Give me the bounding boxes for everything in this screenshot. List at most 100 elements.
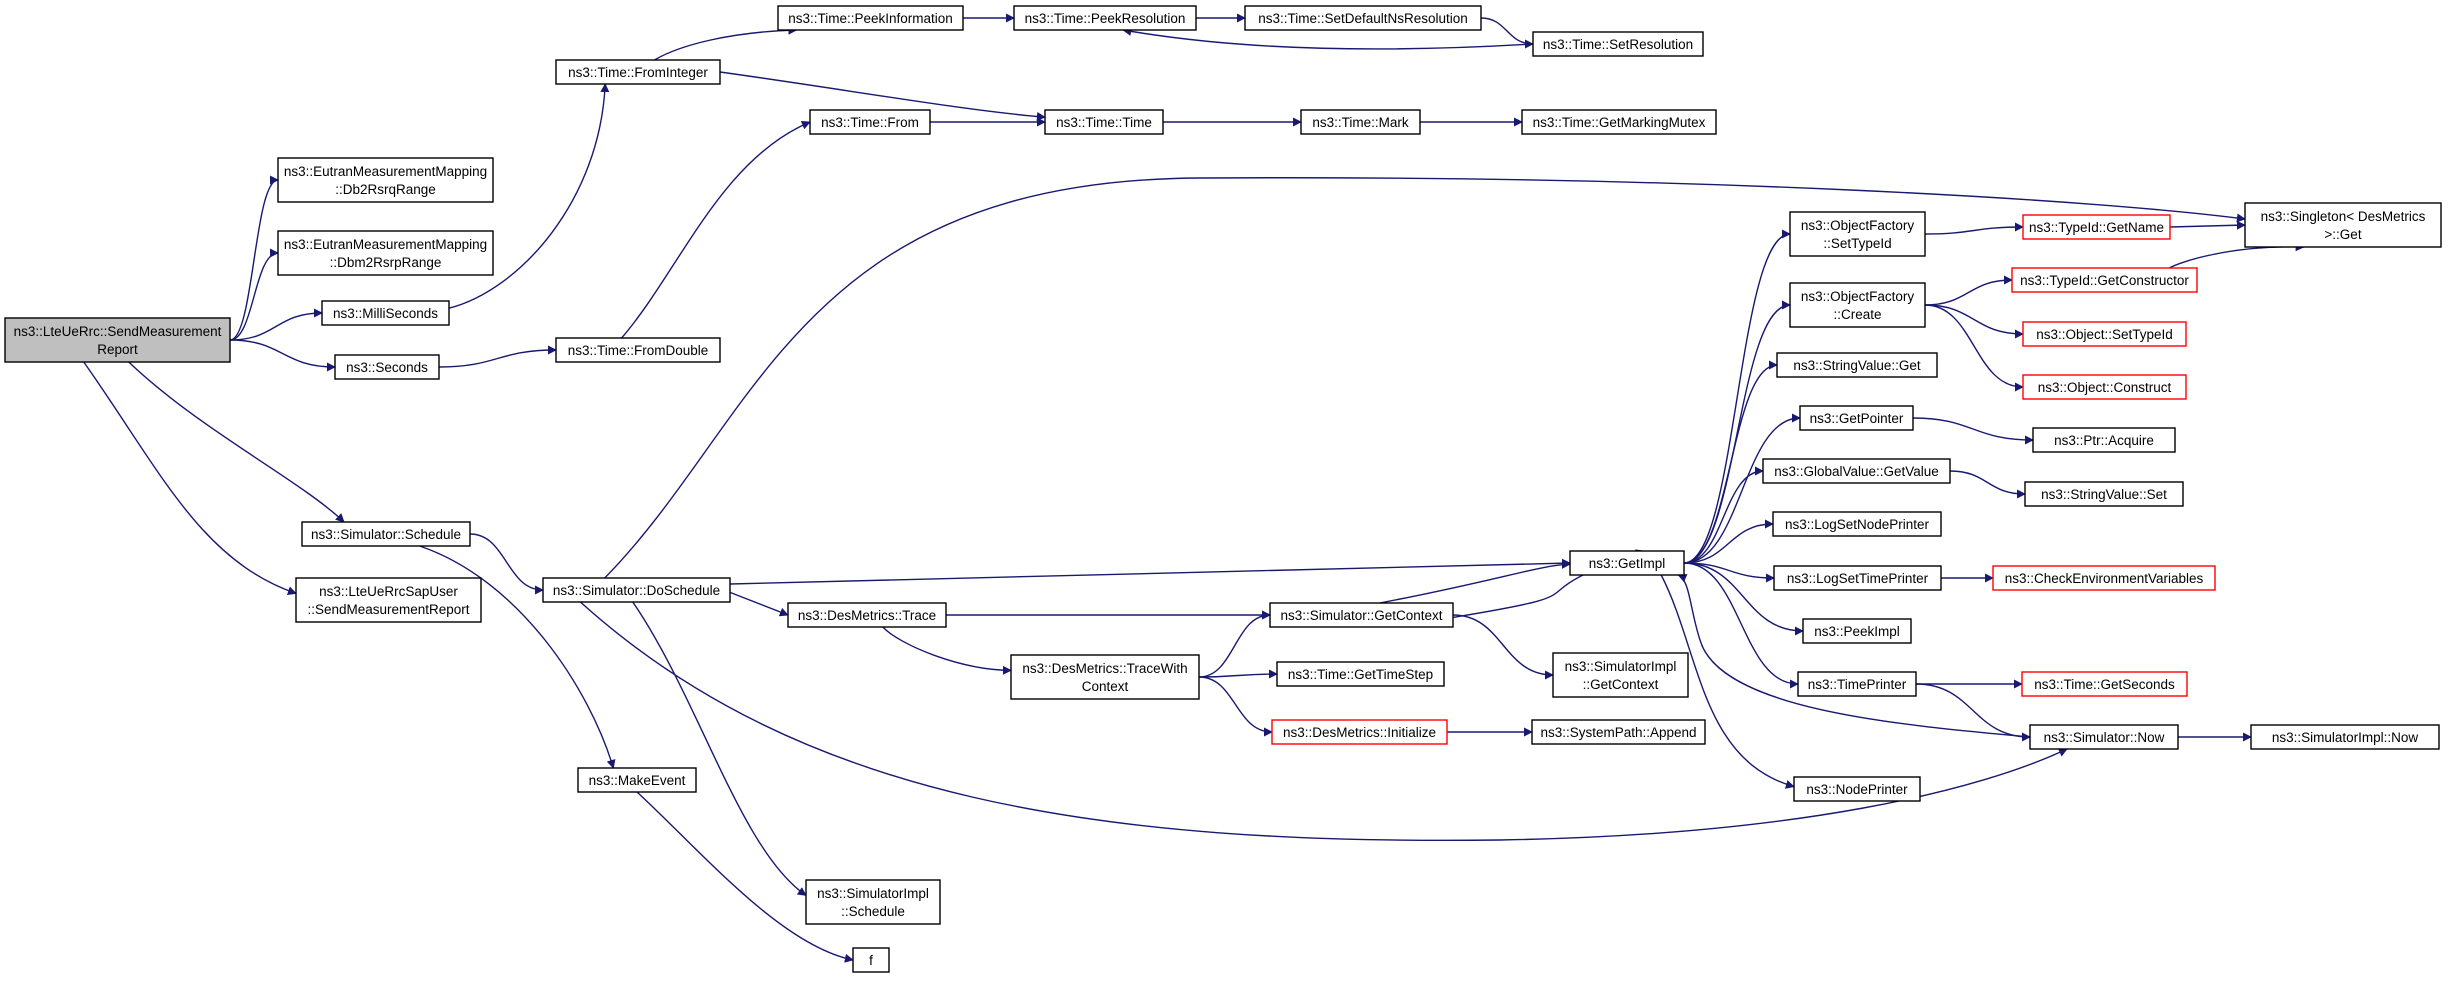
node-label: ::GetContext [1583, 677, 1659, 692]
node-label: ns3::LteUeRrc::SendMeasurement [14, 324, 222, 339]
node-box [2024, 481, 2184, 507]
edge-sim_schedule-to-makeevent [419, 545, 616, 769]
node-time-getsec[interactable]: ns3::Time::GetSeconds [2021, 671, 2188, 697]
node-logtime[interactable]: ns3::LogSetTimePrinter [1773, 565, 1942, 591]
node-box [1802, 618, 1912, 644]
edges-layer [83, 13, 2305, 963]
node-dm-init[interactable]: ns3::DesMetrics::Initialize [1271, 719, 1448, 745]
node-box [2250, 724, 2440, 750]
node-time-time[interactable]: ns3::Time::Time [1044, 109, 1164, 135]
node-label: ns3::TypeId::GetConstructor [2020, 273, 2189, 288]
edge-from_int-to-time_time [719, 71, 1046, 121]
node-label: ns3::Time::SetResolution [1543, 37, 1693, 52]
node-label: ns3::Time::FromDouble [568, 343, 709, 358]
node-box [2029, 724, 2179, 750]
node-gv-getvalue[interactable]: ns3::GlobalValue::GetValue [1762, 458, 1951, 484]
node-f[interactable]: f [852, 947, 890, 973]
node-label: ns3::GlobalValue::GetValue [1774, 464, 1939, 479]
node-of-create[interactable]: ns3::ObjectFactory::Create [1789, 282, 1926, 328]
node-setres[interactable]: ns3::Time::SetResolution [1532, 31, 1704, 57]
edge-root-to-millis [229, 308, 323, 341]
edge-seconds-to-from_double [438, 345, 557, 368]
node-seconds[interactable]: ns3::Seconds [334, 354, 440, 380]
node-from-int[interactable]: ns3::Time::FromInteger [555, 59, 721, 85]
node-strval-get[interactable]: ns3::StringValue::Get [1776, 352, 1938, 378]
node-box [2022, 321, 2187, 347]
node-box [577, 767, 697, 793]
node-getmarkmutex[interactable]: ns3::Time::GetMarkingMutex [1521, 109, 1717, 135]
edge-getimpl-to-peekimpl [1683, 562, 1804, 636]
node-gettimestep[interactable]: ns3::Time::GetTimeStep [1276, 661, 1445, 687]
node-simimpl-now[interactable]: ns3::SimulatorImpl::Now [2250, 724, 2440, 750]
node-getimpl[interactable]: ns3::GetImpl [1569, 550, 1685, 576]
node-singleton[interactable]: ns3::Singleton< DesMetrics>::Get [2244, 202, 2442, 248]
node-dm-trace[interactable]: ns3::DesMetrics::Trace [787, 602, 947, 628]
node-tid-getname[interactable]: ns3::TypeId::GetName [2022, 214, 2171, 240]
node-simimpl-sched[interactable]: ns3::SimulatorImpl::Schedule [805, 879, 941, 925]
node-nodeprinter[interactable]: ns3::NodePrinter [1793, 776, 1921, 802]
node-peekinfo[interactable]: ns3::Time::PeekInformation [777, 5, 964, 31]
node-box [1799, 405, 1914, 431]
node-sim-schedule[interactable]: ns3::Simulator::Schedule [301, 521, 471, 547]
edge-setdefres-to-setres [1480, 17, 1534, 49]
node-lognode[interactable]: ns3::LogSetNodePrinter [1772, 511, 1942, 537]
node-sim-now[interactable]: ns3::Simulator::Now [2029, 724, 2179, 750]
node-label: ns3::PeekImpl [1814, 624, 1900, 639]
node-root[interactable]: ns3::LteUeRrc::SendMeasurementReport [4, 317, 231, 363]
node-box [2022, 374, 2187, 400]
node-label: ns3::Time::PeekInformation [788, 11, 953, 26]
node-checkenv[interactable]: ns3::CheckEnvironmentVariables [1992, 565, 2216, 591]
edge-gv_getvalue-to-strval_set [1949, 470, 2026, 499]
edge-of_settid-to-tid_getname [1924, 222, 2024, 235]
node-peekres[interactable]: ns3::Time::PeekResolution [1013, 5, 1197, 31]
node-box [1992, 565, 2216, 591]
node-label: Context [1082, 679, 1129, 694]
node-box [1789, 211, 1926, 257]
node-box [301, 521, 471, 547]
node-getpointer[interactable]: ns3::GetPointer [1799, 405, 1914, 431]
node-box [1797, 671, 1917, 697]
node-label: ns3::Time::SetDefaultNsResolution [1258, 11, 1468, 26]
node-time-mark[interactable]: ns3::Time::Mark [1300, 109, 1421, 135]
node-tid-getctor[interactable]: ns3::TypeId::GetConstructor [2011, 267, 2198, 293]
node-from-double[interactable]: ns3::Time::FromDouble [555, 337, 721, 363]
node-label: ns3::Time::Time [1056, 115, 1152, 130]
node-setdefres[interactable]: ns3::Time::SetDefaultNsResolution [1244, 5, 1482, 31]
node-box [1010, 654, 1200, 700]
node-label: ns3::LogSetNodePrinter [1785, 517, 1930, 532]
edge-sim_now-to-getimpl [1677, 574, 2031, 738]
node-obj-construct[interactable]: ns3::Object::Construct [2022, 374, 2187, 400]
node-label: ns3::Singleton< DesMetrics [2261, 209, 2426, 224]
node-peekimpl[interactable]: ns3::PeekImpl [1802, 618, 1912, 644]
node-box [555, 59, 721, 85]
edge-getimpl-to-getpointer [1683, 413, 1801, 564]
node-eutran-rsrq[interactable]: ns3::EutranMeasurementMapping::Db2RsrqRa… [277, 157, 494, 203]
node-syspath[interactable]: ns3::SystemPath::Append [1531, 719, 1706, 745]
edge-dm_trace-to-dm_twc [882, 626, 1012, 675]
node-obj-settid[interactable]: ns3::Object::SetTypeId [2022, 321, 2187, 347]
node-millis[interactable]: ns3::MilliSeconds [321, 300, 450, 326]
node-simimpl-ctx[interactable]: ns3::SimulatorImpl::GetContext [1552, 652, 1689, 698]
node-makeevent[interactable]: ns3::MakeEvent [577, 767, 697, 793]
node-sapuser[interactable]: ns3::LteUeRrcSapUser::SendMeasurementRep… [295, 577, 482, 623]
node-label: ::SetTypeId [1823, 236, 1891, 251]
node-strval-set[interactable]: ns3::StringValue::Set [2024, 481, 2184, 507]
node-doschedule[interactable]: ns3::Simulator::DoSchedule [542, 577, 731, 603]
node-time-from[interactable]: ns3::Time::From [809, 109, 931, 135]
node-ptr-acquire[interactable]: ns3::Ptr::Acquire [2032, 427, 2176, 453]
node-timeprinter[interactable]: ns3::TimePrinter [1797, 671, 1917, 697]
node-box [277, 230, 494, 276]
node-box [4, 317, 231, 363]
node-box [1531, 719, 1706, 745]
node-label: ns3::Object::Construct [2038, 380, 2172, 395]
node-of-settid[interactable]: ns3::ObjectFactory::SetTypeId [1789, 211, 1926, 257]
node-eutran-rsrp[interactable]: ns3::EutranMeasurementMapping::Dbm2RsrpR… [277, 230, 494, 276]
node-label: ns3::Simulator::Schedule [311, 527, 461, 542]
node-getcontext[interactable]: ns3::Simulator::GetContext [1269, 602, 1454, 628]
edge-getcontext-to-getimpl [1379, 559, 1571, 604]
edge-doschedule-to-sim_now [579, 601, 2068, 842]
node-label: ns3::Seconds [346, 360, 428, 375]
edge-doschedule-to-getimpl [729, 558, 1571, 585]
